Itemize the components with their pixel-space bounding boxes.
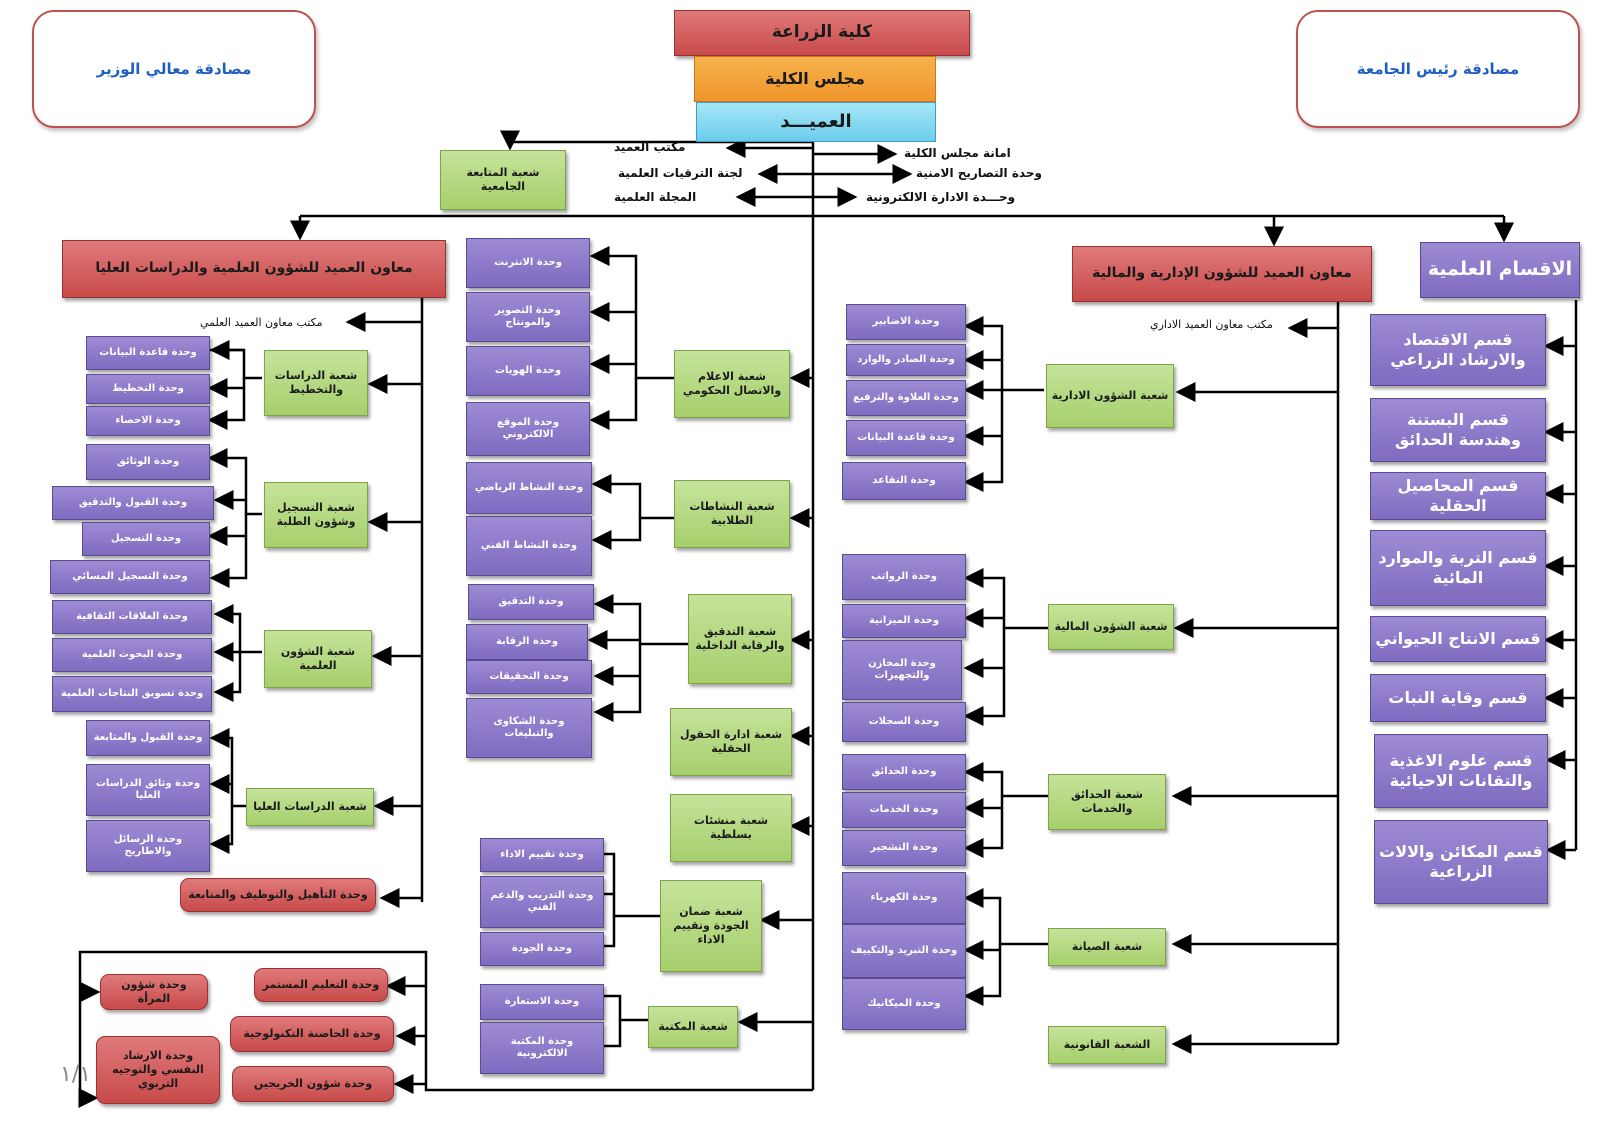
minister-approval: مصادقة معالي الوزير (32, 10, 316, 128)
unit-scientific-research: وحدة البحوث العلمية (52, 638, 212, 672)
dept-soil-water: قسم التربة والموارد المائية (1370, 530, 1546, 606)
unit-files: وحدة الاضابير (846, 304, 966, 340)
branch-audit: شعبة التدقيق والرقابة الداخلية (688, 594, 792, 684)
unit-alumni: وحدة شؤون الخريجين (232, 1066, 394, 1102)
unit-mechanics: وحدة الميكانيك (842, 978, 966, 1030)
e-administration-label: وحـــدة الادارة الالكترونية (866, 190, 1016, 204)
unit-cooling: وحدة التبريد والتكييف (842, 924, 966, 978)
unit-internet: وحدة الانترنت (466, 238, 590, 288)
unit-incoming-outgoing: وحدة الصادر والوارد (846, 344, 966, 376)
dept-economics: قسم الاقتصاد والارشاد الزراعي (1370, 314, 1546, 386)
branch-gardens-services: شعبة الحدائق والخدمات (1048, 774, 1166, 830)
scientific-office-label: مكتب معاون العميد العلمي (200, 316, 323, 329)
unit-performance-evaluation: وحدة تقييم الاداء (480, 838, 604, 872)
branch-constructions: شعبة منشئات بسلطية (670, 794, 792, 862)
college-council: مجلس الكلية (694, 56, 936, 102)
page-mark: ١/١ (60, 1062, 92, 1087)
branch-media: شعبة الاعلام والاتصال الحكومي (674, 350, 790, 418)
dept-machinery: قسم المكائن والالات الزراعية (1374, 820, 1548, 904)
branch-registration: شعبة التسجيل وشؤون الطلبة (264, 482, 368, 548)
unit-database: وحدة قاعدة البيانات (86, 336, 210, 370)
unit-admin-database: وحدة قاعدة البيانات (846, 420, 966, 456)
dean-box: العميـــد (696, 102, 936, 142)
unit-electricity: وحدة الكهرباء (842, 872, 966, 924)
council-secretariat-label: امانة مجلس الكلية (904, 146, 1011, 160)
unit-marketing-products: وحدة تسويق النتاجات العلمية (52, 676, 212, 712)
dept-plant-protection: قسم وقاية النبات (1370, 674, 1546, 722)
unit-theses: وحدة الرسائل والاطاريح (86, 820, 210, 872)
promotions-committee-label: لجنة الترقيات العلمية (618, 166, 743, 180)
dept-animal-production: قسم الانتاج الحيواني (1370, 616, 1546, 662)
dean-office-label: مكتب العميد (614, 140, 686, 154)
branch-studies-planning: شعبة الدراسات والتخطيط (264, 350, 368, 416)
branch-student-activities: شعبة النشاطات الطلابية (674, 480, 790, 548)
branch-quality: شعبة ضمان الجودة وتقييم الاداء (660, 880, 762, 972)
unit-auditing: وحدة التدقيق (468, 584, 594, 620)
unit-gardens: وحدة الحدائق (842, 754, 966, 790)
unit-arts: وحدة النشاط الفني (466, 516, 592, 576)
unit-retirement: وحدة التقاعد (842, 462, 966, 500)
departments-header: الاقسام العلمية (1420, 242, 1580, 298)
unit-documents: وحدة الوثائق (86, 444, 210, 480)
unit-stores: وحدة المخازن والتجهيزات (842, 640, 962, 700)
unit-cultural-relations: وحدة العلاقات الثقافية (52, 600, 212, 634)
unit-training: وحدة التدريب والدعم الفني (480, 876, 604, 928)
branch-graduate-studies: شعبة الدراسات العليا (246, 788, 374, 826)
dept-food-science: قسم علوم الاغذية والتقانات الاحيائية (1374, 734, 1548, 808)
unit-website: وحدة الموقع الالكتروني (466, 402, 590, 456)
branch-finance: شعبة الشؤون المالية (1048, 604, 1174, 650)
qualification-unit: وحدة التأهيل والتوظيف والمتابعة (180, 878, 376, 912)
unit-lending: وحدة الاستعارة (480, 984, 604, 1020)
unit-salaries: وحدة الرواتب (842, 554, 966, 600)
unit-women-affairs: وحدة شؤون المرأة (100, 974, 208, 1010)
admin-office-label: مكتب معاون العميد الاداري (1150, 318, 1273, 331)
scientific-assistant-header: معاون العميد للشؤون العلمية والدراسات ال… (62, 240, 446, 298)
unit-budget: وحدة الميزانية (842, 604, 966, 638)
branch-maintenance: شعبة الصيانة (1048, 928, 1166, 966)
unit-counseling: وحدة الارشاد النفسي والتوجيه التربوي (96, 1036, 220, 1104)
unit-photography: وحدة التصوير والمونتاج (466, 292, 590, 342)
unit-graduate-documents: وحدة وثائق الدراسات العليا (86, 764, 210, 816)
branch-legal: الشعبة القانونية (1048, 1026, 1166, 1064)
unit-statistics: وحدة الاحصاء (86, 406, 210, 436)
unit-quality: وحدة الجودة (480, 932, 604, 966)
unit-complaints: وحدة الشكاوى والتبليغات (466, 698, 592, 758)
dept-field-crops: قسم المحاصيل الحقلية (1370, 472, 1546, 520)
unit-services: وحدة الخدمات (842, 792, 966, 828)
branch-admin-affairs: شعبة الشؤون الادارية (1046, 364, 1174, 428)
unit-tech-incubator: وحدة الحاضنة التكنولوجية (230, 1016, 394, 1052)
unit-admission-audit: وحدة القبول والتدقيق (52, 486, 214, 520)
unit-planning: وحدة التخطيط (86, 374, 210, 404)
scientific-journal-label: المجلة العلمية (614, 190, 697, 204)
unit-records: وحدة السجلات (842, 702, 966, 742)
unit-evening-registration: وحدة التسجيل المسائي (50, 560, 210, 594)
followup-division: شعبة المتابعة الجامعية (440, 150, 566, 210)
branch-fields-management: شعبة ادارة الحقول الحقلية (670, 708, 792, 776)
unit-oversight: وحدة الرقابة (466, 624, 588, 660)
admin-assistant-header: معاون العميد للشؤون الإدارية والمالية (1072, 246, 1372, 302)
unit-ids: وحدة الهويات (466, 346, 590, 396)
dept-horticulture: قسم البستنة وهندسة الحدائق (1370, 398, 1546, 462)
college-title: كلية الزراعة (674, 10, 970, 56)
unit-admission-followup: وحدة القبول والمتابعة (86, 720, 210, 756)
branch-library: شعبة المكتبة (648, 1006, 738, 1048)
unit-investigations: وحدة التحقيقات (466, 660, 592, 694)
unit-e-library: وحدة المكتبة الالكترونية (480, 1022, 604, 1074)
unit-continuing-education: وحدة التعليم المستمر (254, 968, 388, 1002)
security-permits-label: وحدة التصاريح الامنية (916, 166, 1042, 180)
unit-promotion: وحدة العلاوة والترفيع (846, 380, 966, 416)
unit-afforestation: وحدة التشجير (842, 830, 966, 866)
president-approval: مصادقة رئيس الجامعة (1296, 10, 1580, 128)
unit-sports: وحدة النشاط الرياضي (466, 462, 592, 514)
unit-registration: وحدة التسجيل (82, 522, 210, 556)
branch-scientific-affairs: شعبة الشؤون العلمية (264, 630, 372, 688)
